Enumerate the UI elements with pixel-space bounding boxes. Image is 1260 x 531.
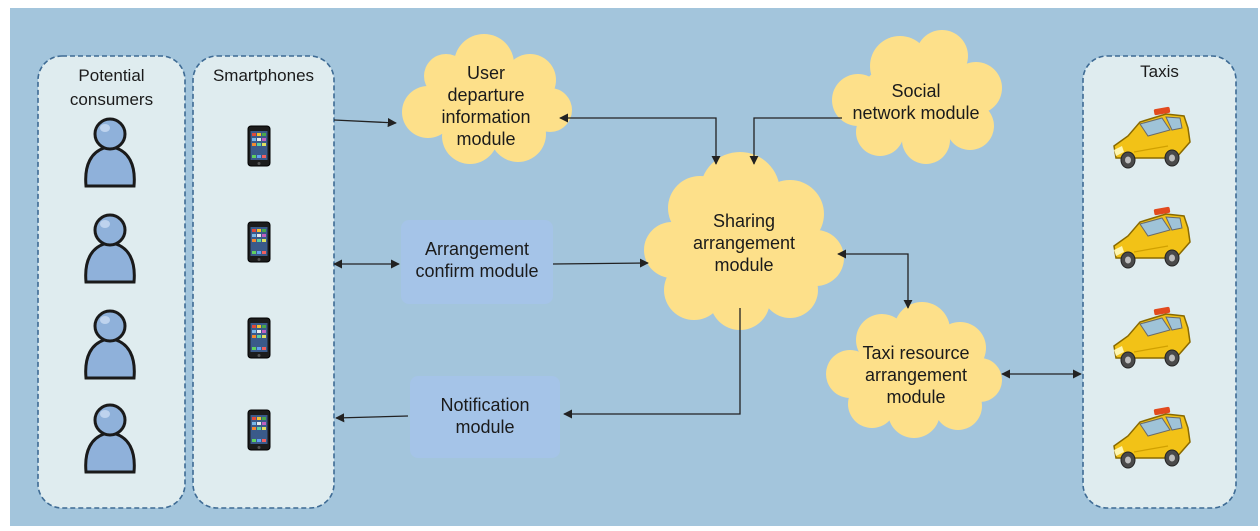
- sharing-line1: Sharing: [712, 211, 776, 231]
- sharing-label: Sharing arrangement module: [678, 210, 810, 276]
- smartphone-icon: [247, 409, 271, 451]
- notification-line1: Notification: [440, 395, 530, 415]
- notification-box: [410, 376, 560, 458]
- user-departure-cloud: [402, 34, 572, 164]
- user-departure-line3: information: [441, 107, 531, 127]
- arrow-user-departure-sharing: [559, 113, 721, 165]
- user-departure-line2: departure: [447, 85, 525, 105]
- smartphone-icon: [247, 125, 271, 167]
- arrangement-confirm-box: [401, 220, 553, 304]
- smartphones-panel: [192, 55, 335, 509]
- user-departure-label: User departure information module: [426, 62, 546, 150]
- arrangement-confirm-line1: Arrangement: [424, 239, 530, 259]
- taxis-panel-title: Taxis: [1140, 62, 1179, 81]
- sharing-line3: module: [714, 255, 774, 275]
- consumers-title-line2: consumers: [69, 90, 154, 109]
- taxi-resource-line2: arrangement: [864, 365, 968, 385]
- sharing-line2: arrangement: [692, 233, 796, 253]
- social-network-line2: network module: [852, 103, 980, 123]
- user-departure-line4: module: [456, 129, 516, 149]
- user-departure-line1: User: [466, 63, 505, 83]
- smartphone-icon: [247, 221, 271, 263]
- taxi-resource-line1: Taxi resource: [862, 343, 970, 363]
- taxi-resource-cloud: [826, 302, 1002, 438]
- social-network-line1: Social: [891, 81, 941, 101]
- diagram-svg: [10, 8, 1258, 526]
- diagram-canvas: Potential consumers Smartphones Taxis Us…: [10, 8, 1258, 526]
- social-network-label: Social network module: [846, 80, 986, 124]
- sharing-cloud: [644, 152, 844, 330]
- consumers-panel-title: Potential consumers: [38, 64, 185, 112]
- arrangement-confirm-label: Arrangement confirm module: [401, 238, 553, 282]
- arrow-sharing-to-notification: [563, 308, 741, 419]
- social-network-cloud: [832, 30, 1002, 164]
- taxi-resource-label: Taxi resource arrangement module: [846, 342, 986, 408]
- notification-label: Notification module: [410, 394, 560, 438]
- arrow-confirm-to-sharing: [552, 258, 649, 268]
- notification-line2: module: [455, 417, 515, 437]
- smartphones-panel-title: Smartphones: [212, 66, 315, 85]
- consumers-title-line1: Potential: [78, 66, 145, 85]
- taxis-panel: [1082, 55, 1237, 509]
- arrangement-confirm-line2: confirm module: [415, 261, 539, 281]
- arrow-notification-to-phones: [335, 413, 409, 423]
- arrow-phones-to-user-departure: [333, 118, 397, 128]
- arrow-social-to-sharing: [749, 117, 842, 165]
- smartphone-icon: [247, 317, 271, 359]
- taxi-resource-line3: module: [886, 387, 946, 407]
- arrow-sharing-taxi-resource: [837, 249, 913, 309]
